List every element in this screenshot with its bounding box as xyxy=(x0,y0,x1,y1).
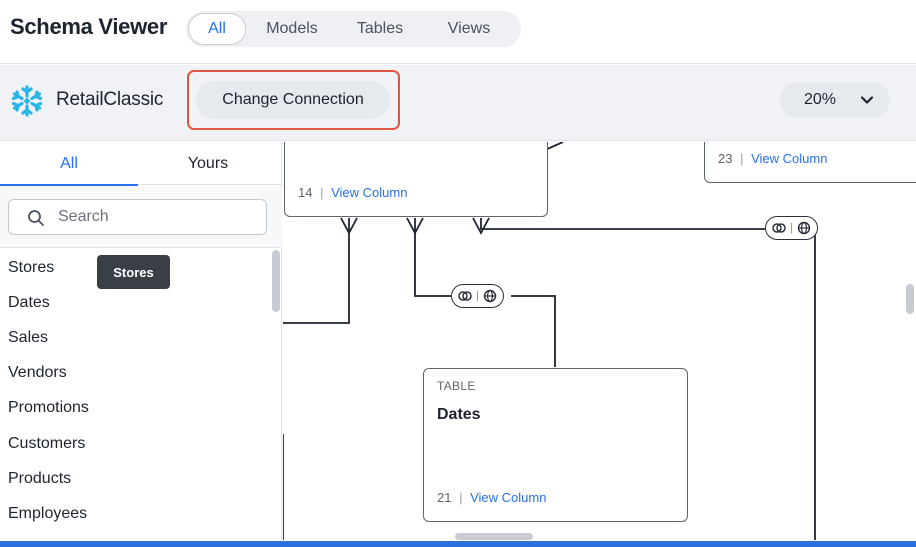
search-input[interactable]: Search xyxy=(8,199,267,235)
column-count: 23 xyxy=(718,151,733,166)
zoom-value: 20% xyxy=(804,91,837,108)
sidebar-scrollbar[interactable] xyxy=(272,250,280,312)
join-badge[interactable]: | xyxy=(451,284,504,308)
change-connection-button[interactable]: Change Connection xyxy=(196,81,390,119)
view-column-link[interactable]: View Column xyxy=(470,490,547,505)
view-column-link[interactable]: View Column xyxy=(751,151,828,166)
snowflake-icon xyxy=(11,85,43,117)
list-item[interactable]: Customers xyxy=(8,434,86,452)
list-item[interactable]: Sales xyxy=(8,328,49,346)
tooltip: Stores xyxy=(97,255,170,289)
list-item[interactable]: Vendors xyxy=(8,364,67,382)
app-header: Schema Viewer All Models Tables Views xyxy=(0,0,916,64)
globe-icon xyxy=(483,289,497,303)
connection-bar: RetailClassic Change Connection 20% xyxy=(0,65,916,141)
table-card[interactable]: 23 | View Column xyxy=(704,142,916,183)
table-sidebar: All Yours Search Stores Stores Dates Sal… xyxy=(0,142,282,547)
table-card-footer: 21 | View Column xyxy=(437,490,546,505)
sidebar-tab-all[interactable]: All xyxy=(0,142,138,186)
footer-separator: | xyxy=(740,151,744,166)
page-title: Schema Viewer xyxy=(10,14,168,39)
list-item[interactable]: Employees xyxy=(8,504,88,522)
footer-separator: | xyxy=(320,185,324,200)
zoom-select[interactable]: 20% xyxy=(780,82,890,118)
tab-views[interactable]: Views xyxy=(447,20,491,37)
tab-all[interactable]: All xyxy=(188,13,246,45)
search-icon xyxy=(28,210,44,226)
globe-icon xyxy=(797,221,811,235)
schema-canvas[interactable]: 14 | View Column 23 | View Column TABLE … xyxy=(283,142,916,540)
connection-name: RetailClassic xyxy=(56,89,164,110)
column-count: 21 xyxy=(437,490,452,505)
sidebar-tabs: All Yours xyxy=(0,142,282,186)
canvas-vertical-scrollbar[interactable] xyxy=(906,284,914,314)
venn-icon xyxy=(772,223,786,233)
relationship-lines xyxy=(283,142,816,540)
search-placeholder: Search xyxy=(58,208,109,225)
table-card-footer: 23 | View Column xyxy=(718,151,827,166)
list-item[interactable]: Promotions xyxy=(8,399,89,417)
tab-tables[interactable]: Tables xyxy=(356,20,404,37)
footer-separator: | xyxy=(459,490,463,505)
chevron-down-icon xyxy=(860,96,874,104)
tab-models[interactable]: Models xyxy=(266,20,318,37)
badge-separator: | xyxy=(790,222,793,234)
table-name: Dates xyxy=(437,406,481,423)
venn-icon xyxy=(458,291,472,301)
table-list: Stores Dates Sales Vendors Promotions Cu… xyxy=(0,250,272,532)
search-area: Search Stores xyxy=(0,186,282,289)
column-count: 14 xyxy=(298,185,313,200)
bottom-accent-bar xyxy=(0,541,916,547)
list-item[interactable]: Stores xyxy=(8,258,55,276)
canvas-horizontal-scrollbar[interactable] xyxy=(455,533,533,540)
table-card[interactable]: 14 | View Column xyxy=(284,142,548,217)
table-card-footer: 14 | View Column xyxy=(298,185,407,200)
table-type-label: TABLE xyxy=(437,379,476,393)
list-item[interactable]: Dates xyxy=(8,293,50,311)
highlight-box xyxy=(187,70,400,130)
join-badge[interactable]: | xyxy=(765,216,818,240)
view-column-link[interactable]: View Column xyxy=(331,185,408,200)
view-filter-tabs: All Models Tables Views xyxy=(186,11,521,47)
sidebar-tab-yours[interactable]: Yours xyxy=(187,154,229,172)
list-item[interactable]: Products xyxy=(8,469,72,487)
table-card-dates[interactable]: TABLE Dates 21 | View Column xyxy=(423,368,688,522)
badge-separator: | xyxy=(476,290,479,302)
